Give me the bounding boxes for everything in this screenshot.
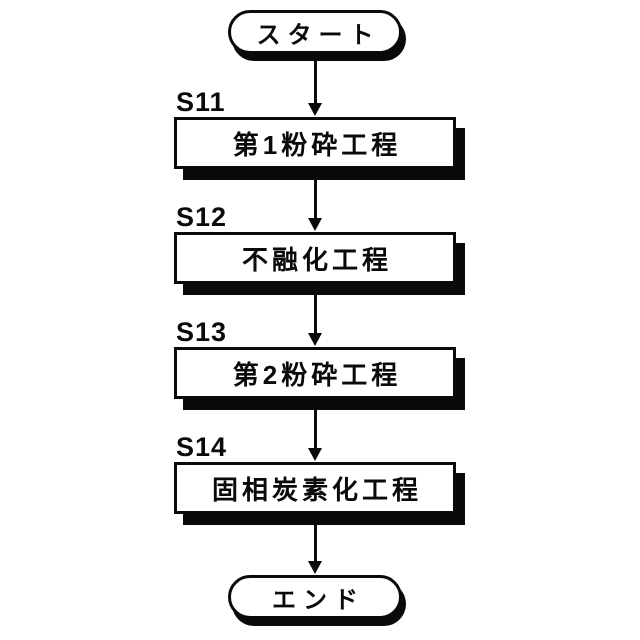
arrow-s13-to-s14	[307, 401, 323, 461]
arrow-shaft	[313, 286, 317, 335]
process-box-label-s14: 固相炭素化工程	[211, 474, 422, 505]
end-terminal: エンド	[228, 575, 402, 619]
end-terminal-label: エンド	[272, 586, 365, 614]
step-id-label-s13: S13	[176, 317, 228, 347]
arrowhead-down-icon	[308, 561, 322, 574]
start-terminal: スタート	[228, 10, 402, 54]
process-box-label-s13: 第2粉砕工程	[232, 359, 402, 390]
arrow-s14-to-end	[307, 516, 323, 574]
start-terminal-label: スタート	[256, 21, 381, 49]
process-box-s13: 第2粉砕工程	[174, 347, 456, 399]
step-id-label-s11: S11	[176, 87, 226, 117]
arrow-start-to-s11	[307, 57, 323, 116]
arrow-shaft	[313, 516, 317, 563]
arrowhead-down-icon	[308, 333, 322, 346]
process-box-s12: 不融化工程	[174, 232, 456, 284]
arrow-shaft	[313, 57, 317, 105]
arrow-s12-to-s13	[307, 286, 323, 346]
process-box-s14: 固相炭素化工程	[174, 462, 456, 514]
arrow-s11-to-s12	[307, 171, 323, 231]
process-box-label-s11: 第1粉砕工程	[232, 129, 402, 160]
step-id-label-s12: S12	[176, 202, 228, 232]
process-box-s11: 第1粉砕工程	[174, 117, 456, 169]
arrow-shaft	[313, 401, 317, 450]
arrowhead-down-icon	[308, 103, 322, 116]
arrowhead-down-icon	[308, 218, 322, 231]
arrow-shaft	[313, 171, 317, 220]
arrowhead-down-icon	[308, 448, 322, 461]
step-id-label-s14: S14	[176, 432, 228, 462]
process-box-label-s12: 不融化工程	[241, 244, 392, 275]
